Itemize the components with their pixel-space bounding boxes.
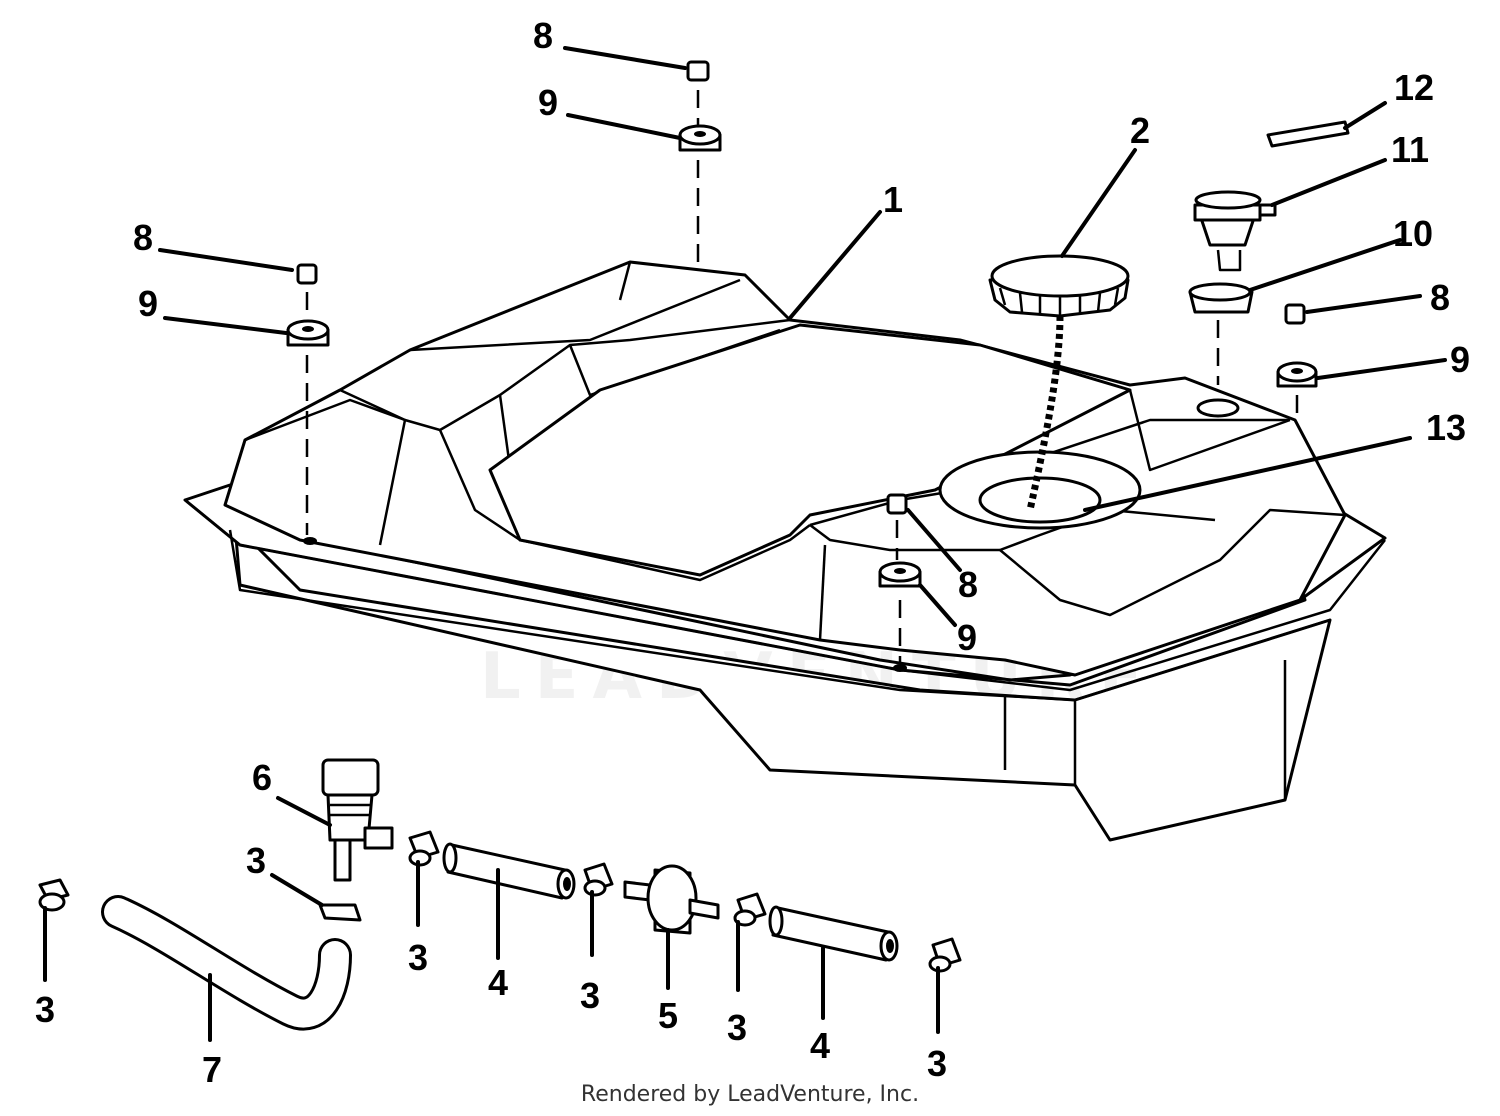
callout-4-left: 4 [488, 962, 508, 1003]
callout-3-third: 3 [580, 975, 600, 1016]
callout-9-center: 9 [957, 617, 977, 658]
callout-12: 12 [1394, 67, 1434, 108]
grommet-9d [1276, 361, 1318, 388]
cap-chain [1026, 315, 1064, 511]
callout-10: 10 [1393, 213, 1433, 254]
callout-8-right: 8 [1430, 277, 1450, 318]
callout-5: 5 [658, 995, 678, 1036]
bushing-8b [296, 263, 318, 285]
bushing-8d [1284, 303, 1306, 325]
callout-2: 2 [1130, 110, 1150, 151]
leader-lines [43, 46, 1447, 1042]
callout-3-valve: 3 [246, 840, 266, 881]
callout-4-right: 4 [810, 1025, 830, 1066]
fuel-hose-4a [442, 842, 576, 900]
grommet-9b [286, 319, 330, 347]
callout-8-top: 8 [533, 15, 553, 56]
callout-9-right: 9 [1450, 339, 1470, 380]
callout-13: 13 [1426, 407, 1466, 448]
callout-labels: 8 9 8 9 1 2 12 11 10 8 9 13 8 9 6 3 3 7 … [35, 15, 1470, 1090]
bushing-8a [686, 60, 710, 82]
callout-8-center: 8 [958, 564, 978, 605]
bushing-8c [886, 493, 908, 515]
callout-3-right: 3 [927, 1043, 947, 1084]
callout-3-left: 3 [35, 989, 55, 1030]
callout-6: 6 [252, 757, 272, 798]
alignment-lines [305, 90, 1299, 662]
callout-11: 11 [1391, 129, 1429, 170]
grommet-9c [878, 561, 922, 588]
callout-9-top: 9 [538, 82, 558, 123]
callout-8-left: 8 [133, 217, 153, 258]
fuel-filter [623, 864, 720, 935]
fuel-cap [988, 254, 1130, 318]
callout-7: 7 [202, 1049, 222, 1090]
vent-valve [1193, 190, 1277, 272]
footer-credit: Rendered by LeadVenture, Inc. [580, 1082, 920, 1107]
callout-3-fourth: 3 [727, 1007, 747, 1048]
shutoff-valve [321, 758, 394, 882]
vent-tube-12 [1266, 120, 1350, 148]
grommet-9a [678, 124, 722, 152]
grommet-10 [1188, 282, 1254, 314]
fuel-hose-4b [768, 905, 899, 962]
callout-1: 1 [883, 179, 903, 220]
callout-3-second: 3 [408, 937, 428, 978]
fuel-tank [183, 260, 1387, 842]
hose-clamps [38, 830, 962, 973]
callout-9-left: 9 [138, 283, 158, 324]
